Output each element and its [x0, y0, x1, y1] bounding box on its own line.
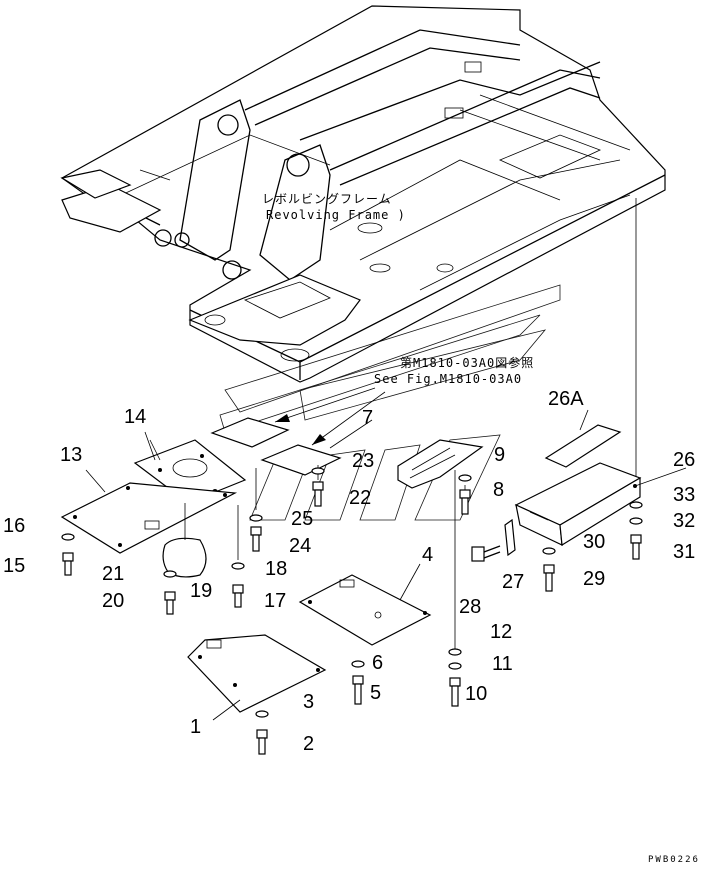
reference-note-jp: 第M1810-03A0図参照	[400, 355, 534, 370]
reference-note-en: See Fig.M1810-03A0	[374, 372, 522, 386]
part-label-7: 7	[362, 407, 373, 429]
part-label-14: 14	[124, 406, 146, 428]
part-label-16: 16	[3, 515, 25, 537]
frame-name-jp: レボルビングフレーム	[262, 192, 392, 206]
part-label-1: 1	[190, 716, 201, 738]
part-label-29: 29	[583, 568, 605, 590]
part-label-3: 3	[303, 691, 314, 713]
cover-plate-7a	[210, 417, 290, 448]
cover-plate-13	[60, 482, 238, 554]
leader-lines	[85, 409, 687, 721]
bolt-28	[471, 545, 501, 562]
part-label-4: 4	[422, 544, 433, 566]
part-label-11: 11	[492, 653, 513, 675]
part-label-26a: 26A	[548, 388, 584, 410]
inspection-cover-19	[162, 503, 207, 578]
part-label-21: 21	[102, 563, 124, 585]
part-label-30: 30	[583, 531, 605, 553]
part-label-20: 20	[102, 590, 124, 612]
part-label-9: 9	[494, 444, 505, 466]
pad-26a	[544, 424, 622, 468]
part-label-18: 18	[265, 558, 287, 580]
part-label-31: 31	[673, 541, 695, 563]
part-label-26: 26	[673, 449, 695, 471]
drawing-code: PWB0226	[648, 855, 700, 865]
part-label-24: 24	[289, 535, 311, 557]
part-number-labels: 1 2 3 4 5 6 7 8 9 10 11 12 13 14 15 16 1…	[3, 388, 695, 755]
part-label-8: 8	[493, 479, 504, 501]
part-label-33: 33	[673, 484, 695, 506]
part-label-6: 6	[372, 652, 383, 674]
bracket-27	[504, 518, 516, 557]
part-label-23: 23	[352, 450, 374, 472]
fasteners	[61, 467, 643, 755]
part-label-19: 19	[190, 580, 212, 602]
part-label-25: 25	[291, 508, 313, 530]
part-label-2: 2	[303, 733, 314, 755]
cover-box-26	[514, 462, 642, 547]
part-label-28: 28	[459, 596, 481, 618]
part-label-22: 22	[349, 487, 371, 509]
part-label-13: 13	[60, 444, 82, 466]
part-label-5: 5	[370, 682, 381, 704]
part-label-17: 17	[264, 590, 286, 612]
part-label-32: 32	[673, 510, 695, 532]
watermark-logo	[219, 284, 561, 521]
frame-name-en: Revolving Frame )	[266, 208, 406, 222]
revolving-frame	[60, 5, 666, 480]
cover-plate-4	[298, 574, 432, 646]
part-label-15: 15	[3, 555, 25, 577]
cover-plate-7b	[260, 444, 342, 476]
part-label-10: 10	[465, 683, 487, 705]
cover-plate-1	[187, 634, 327, 713]
part-label-27: 27	[502, 571, 524, 593]
cover-plate-9	[397, 439, 484, 489]
part-label-12: 12	[490, 621, 512, 643]
